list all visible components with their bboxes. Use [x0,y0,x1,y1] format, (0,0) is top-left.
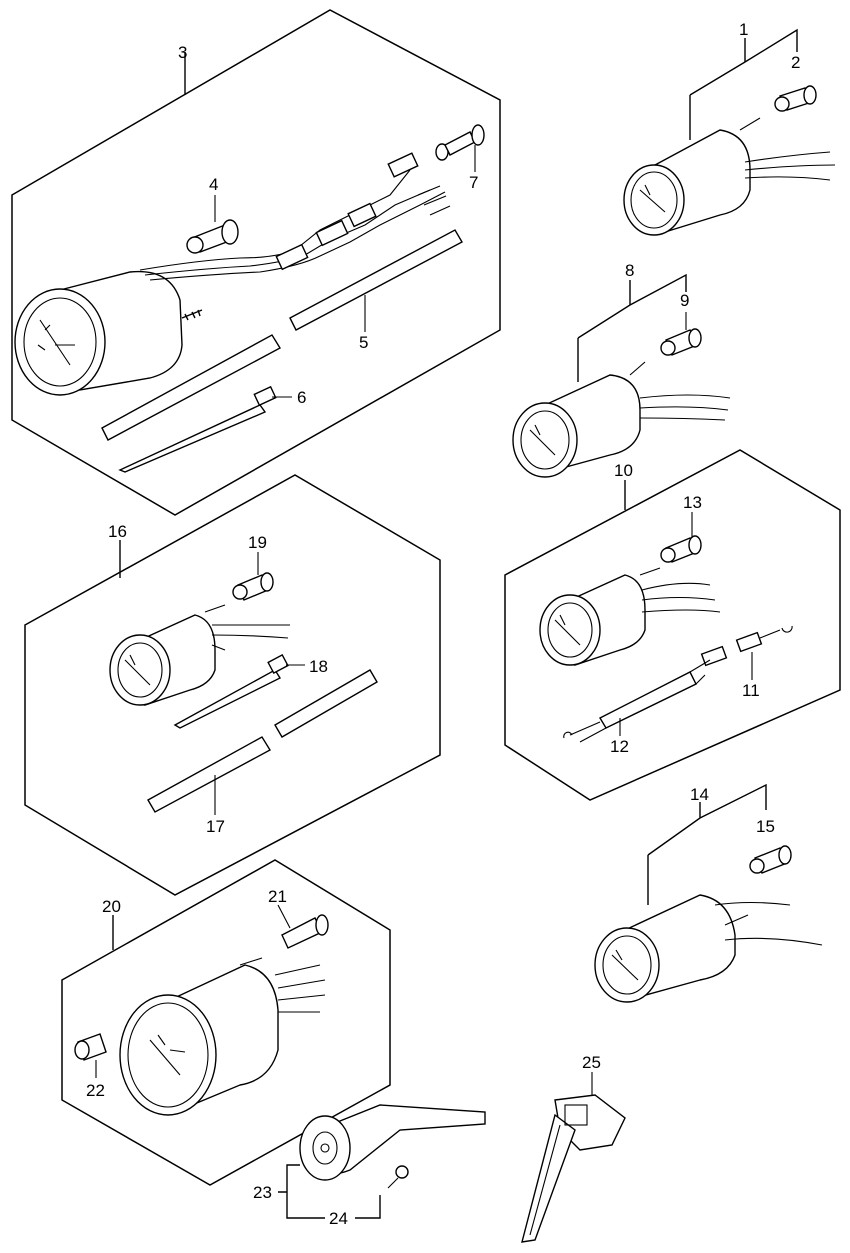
callout-1: 1 [739,20,748,39]
callout-5: 5 [359,333,368,352]
group-8-assembly [512,273,731,478]
part-15-bulb[interactable] [749,845,792,874]
part-7-plug[interactable] [444,124,485,156]
part-22-bulb[interactable] [74,1033,107,1061]
callout-21: 21 [268,887,287,906]
part-10-gauge[interactable] [539,567,721,666]
part-9-bulb[interactable] [660,328,702,356]
part-17-sleeve[interactable] [147,669,378,813]
part-23-bracket[interactable] [299,1104,486,1181]
callout-25: 25 [582,1053,601,1072]
callout-24: 24 [329,1209,348,1228]
bracket-23-24 [278,1164,381,1219]
part-14-gauge[interactable] [594,894,823,1003]
callout-12: 12 [610,737,629,756]
group-10-panel [504,449,841,801]
callout-20: 20 [102,897,121,916]
group-1-assembly [623,28,836,236]
part-6-cable-tie[interactable] [118,385,277,473]
group-20-panel [61,859,391,1186]
part-16-gauge[interactable] [109,604,291,706]
callout-4: 4 [209,175,218,194]
part-8-gauge[interactable] [512,361,731,478]
callout-18: 18 [309,657,328,676]
callout-7: 7 [469,173,478,192]
part-1-gauge[interactable] [623,117,836,236]
part-3-gauge[interactable] [14,270,203,396]
callout-8: 8 [625,261,634,280]
callout-22: 22 [86,1081,105,1100]
callout-17: 17 [206,817,225,836]
callout-13: 13 [683,493,702,512]
part-12-harness[interactable] [563,659,711,743]
part-24-screw[interactable] [387,1165,409,1189]
callout-16: 16 [108,522,127,541]
callout-10: 10 [614,461,633,480]
callout-15: 15 [756,817,775,836]
part-11-harness[interactable] [700,625,793,667]
group-14-assembly [594,783,823,1003]
part-18-cable-tie[interactable] [173,653,289,729]
part-20-gauge[interactable] [119,957,326,1116]
callout-11: 11 [742,681,760,700]
part-4-bulb[interactable] [186,219,239,254]
callout-9: 9 [680,291,689,310]
part-25-lever[interactable] [521,1094,626,1243]
part-2-bulb[interactable] [774,85,817,112]
part-21-plug[interactable] [281,914,329,949]
part-19-bulb[interactable] [232,572,274,601]
group-3-panel [11,9,501,516]
callout-6: 6 [297,388,306,407]
group-16-panel [24,474,441,896]
callout-3: 3 [178,43,187,62]
callout-2: 2 [791,53,800,72]
callout-14: 14 [690,785,709,804]
callout-23: 23 [253,1183,272,1202]
callout-19: 19 [248,533,267,552]
part-5-sleeve[interactable] [101,229,463,441]
part-13-bulb[interactable] [660,535,702,563]
